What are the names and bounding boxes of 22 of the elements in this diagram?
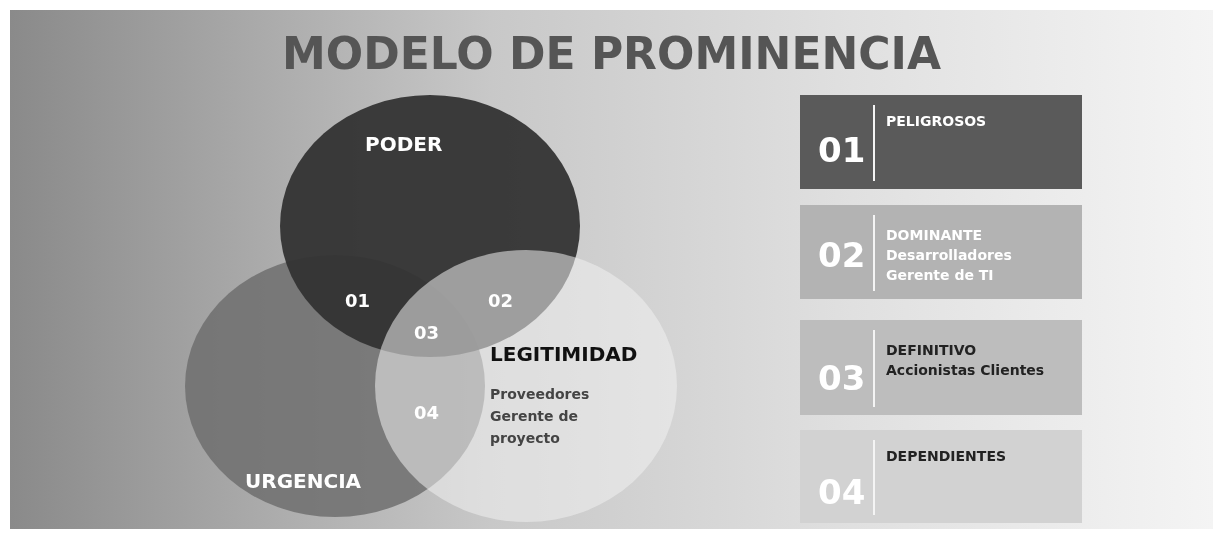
region-number: 04 <box>414 402 440 423</box>
title: MODELO DE PROMINENCIA <box>281 28 942 79</box>
item-number: 01 <box>818 130 866 170</box>
category-heading: DOMINANTE <box>886 226 984 245</box>
region-number: 03 <box>414 322 440 343</box>
category-heading: PELIGROSOS <box>886 112 988 131</box>
circle-title: URGENCIA <box>245 470 362 492</box>
region-number: 02 <box>488 290 514 311</box>
circle-title: LEGITIMIDAD <box>490 343 638 365</box>
category-card <box>800 430 1082 523</box>
category-text: Accionistas Clientes <box>886 361 1046 380</box>
category-card <box>800 205 1082 299</box>
region-number: 01 <box>345 290 371 311</box>
item-number: 03 <box>818 358 866 398</box>
circle-text: Proveedores Gerente de proyecto <box>490 385 591 448</box>
category-card <box>800 95 1082 189</box>
category-heading: DEPENDIENTES <box>886 447 1008 466</box>
circle-title: PODER <box>365 133 443 155</box>
category-text: Desarrolladores Gerente de TI <box>886 246 1013 285</box>
item-number: 02 <box>818 235 866 275</box>
category-heading: DEFINITIVO <box>886 341 978 360</box>
category-card <box>800 320 1082 415</box>
